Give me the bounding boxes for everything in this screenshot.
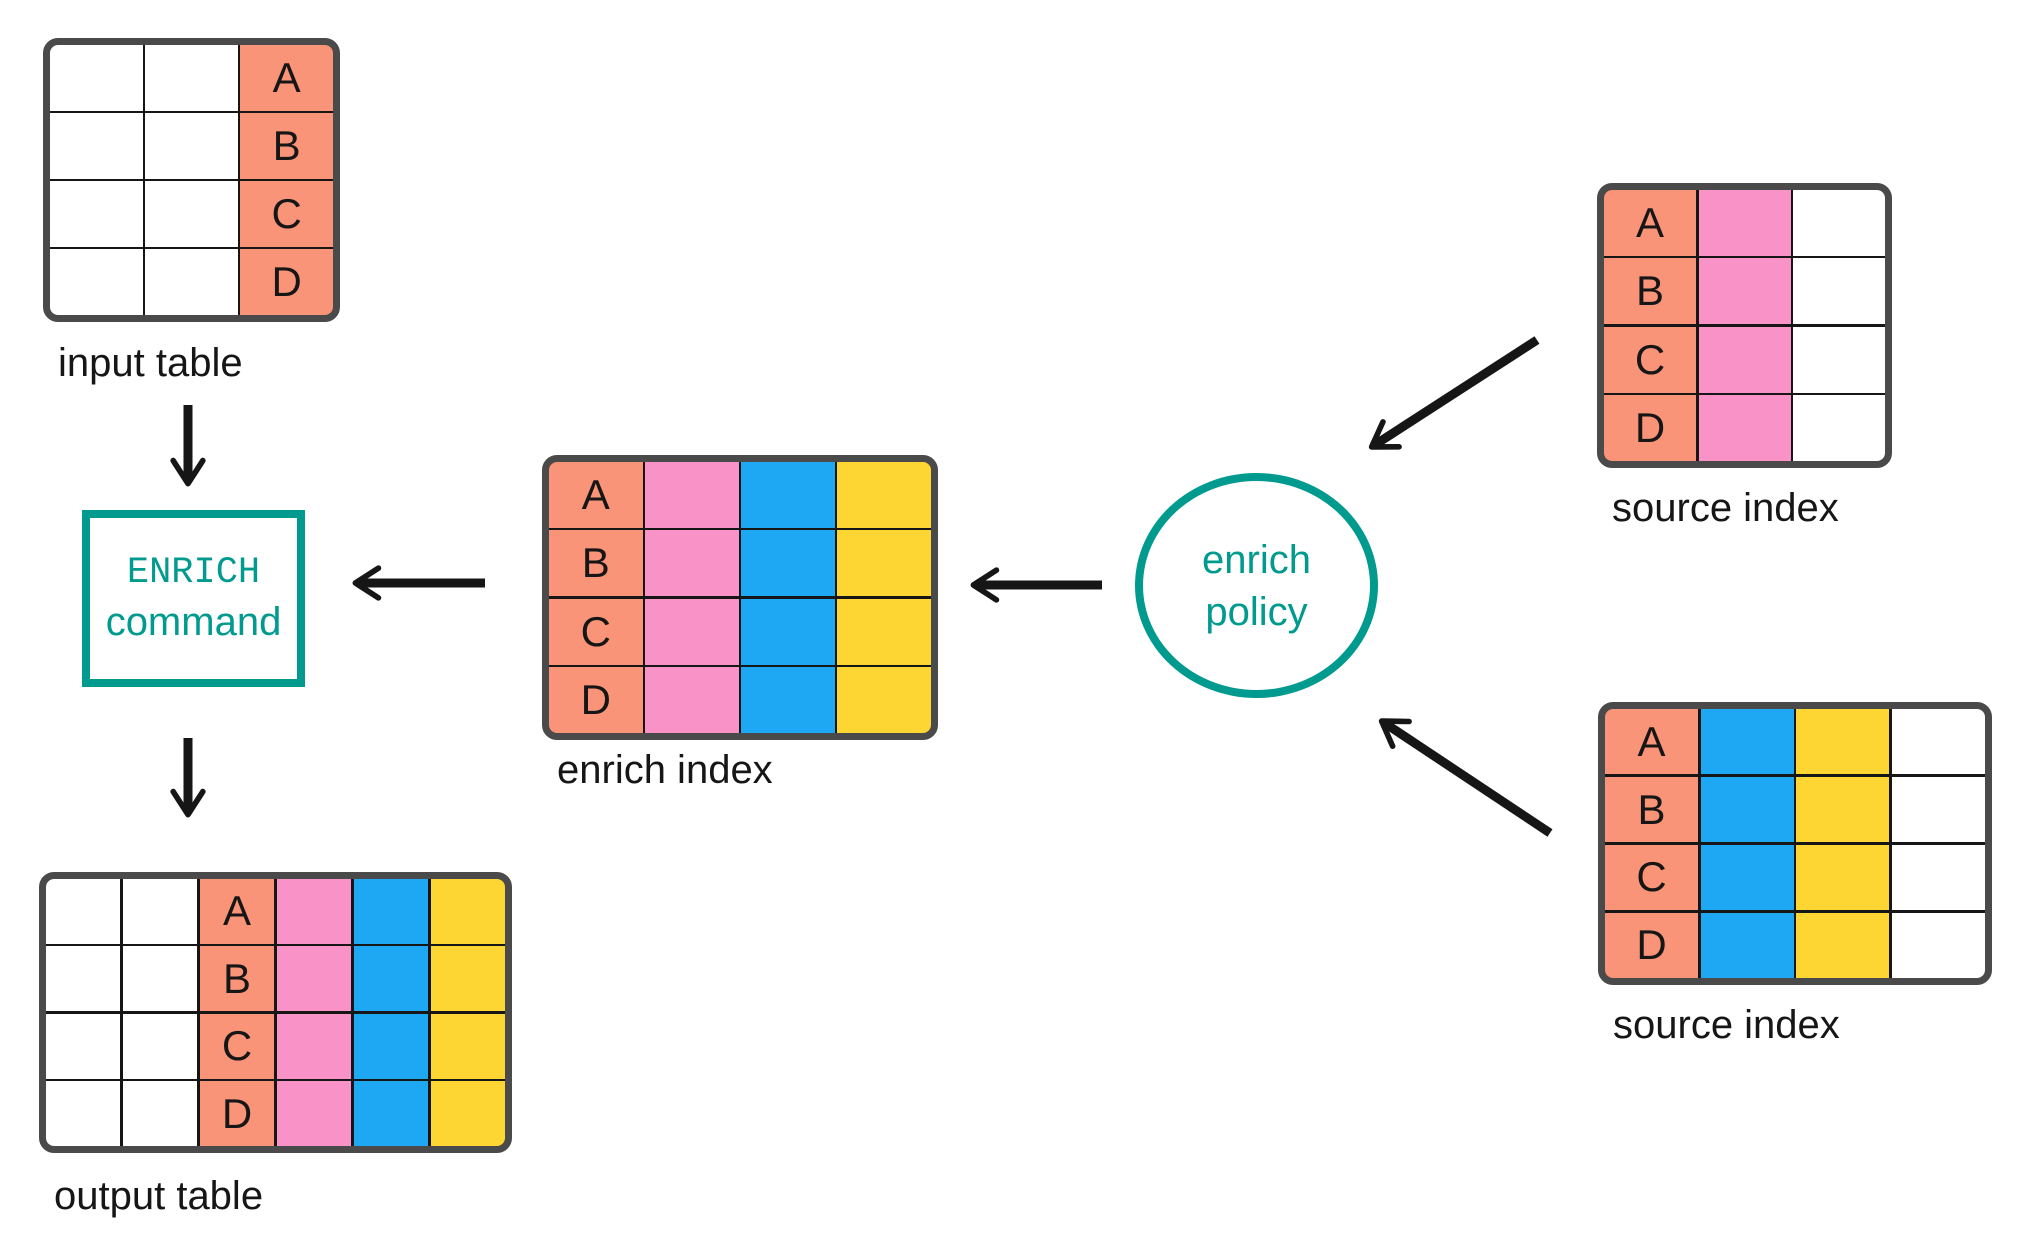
input-table-cell-r3c2 [145, 181, 238, 247]
source-index-bottom-cell-r1c1: A [1605, 709, 1699, 775]
output-table-cell-r2c2 [122, 946, 198, 1012]
enrich-index-cell-r4c3 [741, 667, 835, 733]
source-index-bottom-cell-r2c4 [1891, 776, 1985, 843]
output-table-cell-r2c1 [46, 946, 121, 1012]
input-table-cell-r2c3: B [240, 113, 333, 179]
input-table-label: input table [58, 341, 243, 385]
source-index-bottom-cell-r2c3 [1796, 776, 1890, 843]
enrich-policy-word-2: policy [1205, 589, 1308, 634]
source-index-bottom-cell-r1c3 [1796, 709, 1890, 775]
output-table-cell-r1c2 [122, 879, 198, 944]
output-table-cell-r3c5 [353, 1013, 429, 1079]
enrich-index-cell-r3c4 [837, 598, 931, 665]
input-table-cell-r2c1 [50, 113, 143, 179]
enrich-index-cell-r1c1: A [549, 462, 643, 528]
enrich-index-cell-r1c2 [645, 462, 739, 528]
source-index-top-label: source index [1612, 486, 1839, 530]
source-index-top-cell-r4c1: D [1604, 395, 1696, 461]
enrich-index-cell-r2c3 [741, 530, 835, 597]
input-table-cell-r1c1 [50, 45, 143, 111]
input-table-cell-r3c3: C [240, 181, 333, 247]
source-index-top-cell-r3c3 [1793, 326, 1885, 393]
source-index-top-cell-r4c2 [1698, 395, 1791, 461]
enrich-index-cell-r1c4 [837, 462, 931, 528]
source-index-top-cell-r2c1: B [1604, 258, 1696, 325]
output-table-cell-r2c5 [353, 946, 429, 1012]
output-table-cell-r1c5 [353, 879, 429, 944]
source-index-bottom-cell-r4c3 [1796, 912, 1890, 978]
output-table-cell-r3c6 [430, 1013, 505, 1079]
output-table-cell-r2c3: B [199, 946, 275, 1012]
output-table-cell-r2c6 [430, 946, 505, 1012]
enrich-index-cell-r2c4 [837, 530, 931, 597]
enrich-index-cell-r2c2 [645, 530, 739, 597]
source-index-bottom-cell-r2c2 [1700, 776, 1794, 843]
source-index-bottom-cell-r4c4 [1891, 912, 1985, 978]
output-table-cell-r4c3: D [199, 1081, 275, 1146]
source-index-bottom-cell-r3c4 [1891, 844, 1985, 911]
enrich-command-keyword: ENRICH [126, 552, 261, 594]
source-index-top-cell-r4c3 [1793, 395, 1885, 461]
enrich-index-cell-r1c3 [741, 462, 835, 528]
enrich-index-cell-r2c1: B [549, 530, 643, 597]
source-index-top-cell-r3c2 [1698, 326, 1791, 393]
enrich-index-cell-r3c1: C [549, 598, 643, 665]
source-index-bottom-cell-r3c2 [1700, 844, 1794, 911]
source-index-bottom-cell-r3c1: C [1605, 844, 1699, 911]
arrow-source-index-bottom-to-enrich-policy-icon [1378, 718, 1553, 837]
source-index-top-cell-r1c3 [1793, 190, 1885, 256]
source-index-top-cell-r3c1: C [1604, 326, 1696, 393]
input-table-cell-r2c2 [145, 113, 238, 179]
output-table-cell-r4c4 [276, 1081, 352, 1146]
source-index-bottom-cell-r4c1: D [1605, 912, 1699, 978]
input-table-cell-r4c2 [145, 249, 238, 315]
output-table-cell-r3c2 [122, 1013, 198, 1079]
source-index-bottom-cell-r4c2 [1700, 912, 1794, 978]
output-table-cell-r2c4 [276, 946, 352, 1012]
source-index-top-cell-r1c2 [1698, 190, 1791, 256]
source-index-top-cell-r2c3 [1793, 258, 1885, 325]
enrich-index-cell-r3c3 [741, 598, 835, 665]
enrich-index-cell-r4c2 [645, 667, 739, 733]
input-table-cell-r4c1 [50, 249, 143, 315]
output-table-cell-r1c6 [430, 879, 505, 944]
output-table-label: output table [54, 1174, 264, 1218]
output-table-cell-r4c2 [122, 1081, 198, 1146]
output-table-cell-r4c5 [353, 1081, 429, 1146]
input-table-cell-r4c3: D [240, 249, 333, 315]
input-table-cell-r1c3: A [240, 45, 333, 111]
input-table-cell-r1c2 [145, 45, 238, 111]
input-table-cell-r3c1 [50, 181, 143, 247]
output-table-cell-r1c4 [276, 879, 352, 944]
output-table-cell-r4c6 [430, 1081, 505, 1146]
output-table-cell-r4c1 [46, 1081, 121, 1146]
source-index-bottom-label: source index [1613, 1003, 1840, 1047]
source-index-bottom-cell-r1c4 [1891, 709, 1985, 775]
enrich-index-cell-r3c2 [645, 598, 739, 665]
enrich-policy-circle: enrich policy [1135, 473, 1378, 698]
output-table-cell-r1c3: A [199, 879, 275, 944]
source-index-top-cell-r1c1: A [1604, 190, 1696, 256]
output-table-cell-r3c1 [46, 1013, 121, 1079]
enrich-policy-word-1: enrich [1202, 537, 1311, 582]
source-index-bottom-cell-r3c3 [1796, 844, 1890, 911]
enrich-index-cell-r4c1: D [549, 667, 643, 733]
enrich-index-label: enrich index [557, 748, 773, 792]
enrich-command-box: ENRICH command [82, 510, 305, 687]
source-index-bottom-cell-r2c1: B [1605, 776, 1699, 843]
enrich-index-cell-r4c4 [837, 667, 931, 733]
enrich-command-word: command [105, 600, 282, 644]
source-index-bottom-cell-r1c2 [1700, 709, 1794, 775]
arrow-source-index-top-to-enrich-policy-icon [1368, 336, 1540, 450]
output-table-cell-r3c4 [276, 1013, 352, 1079]
source-index-top-cell-r2c2 [1698, 258, 1791, 325]
output-table-cell-r1c1 [46, 879, 121, 944]
output-table-cell-r3c3: C [199, 1013, 275, 1079]
